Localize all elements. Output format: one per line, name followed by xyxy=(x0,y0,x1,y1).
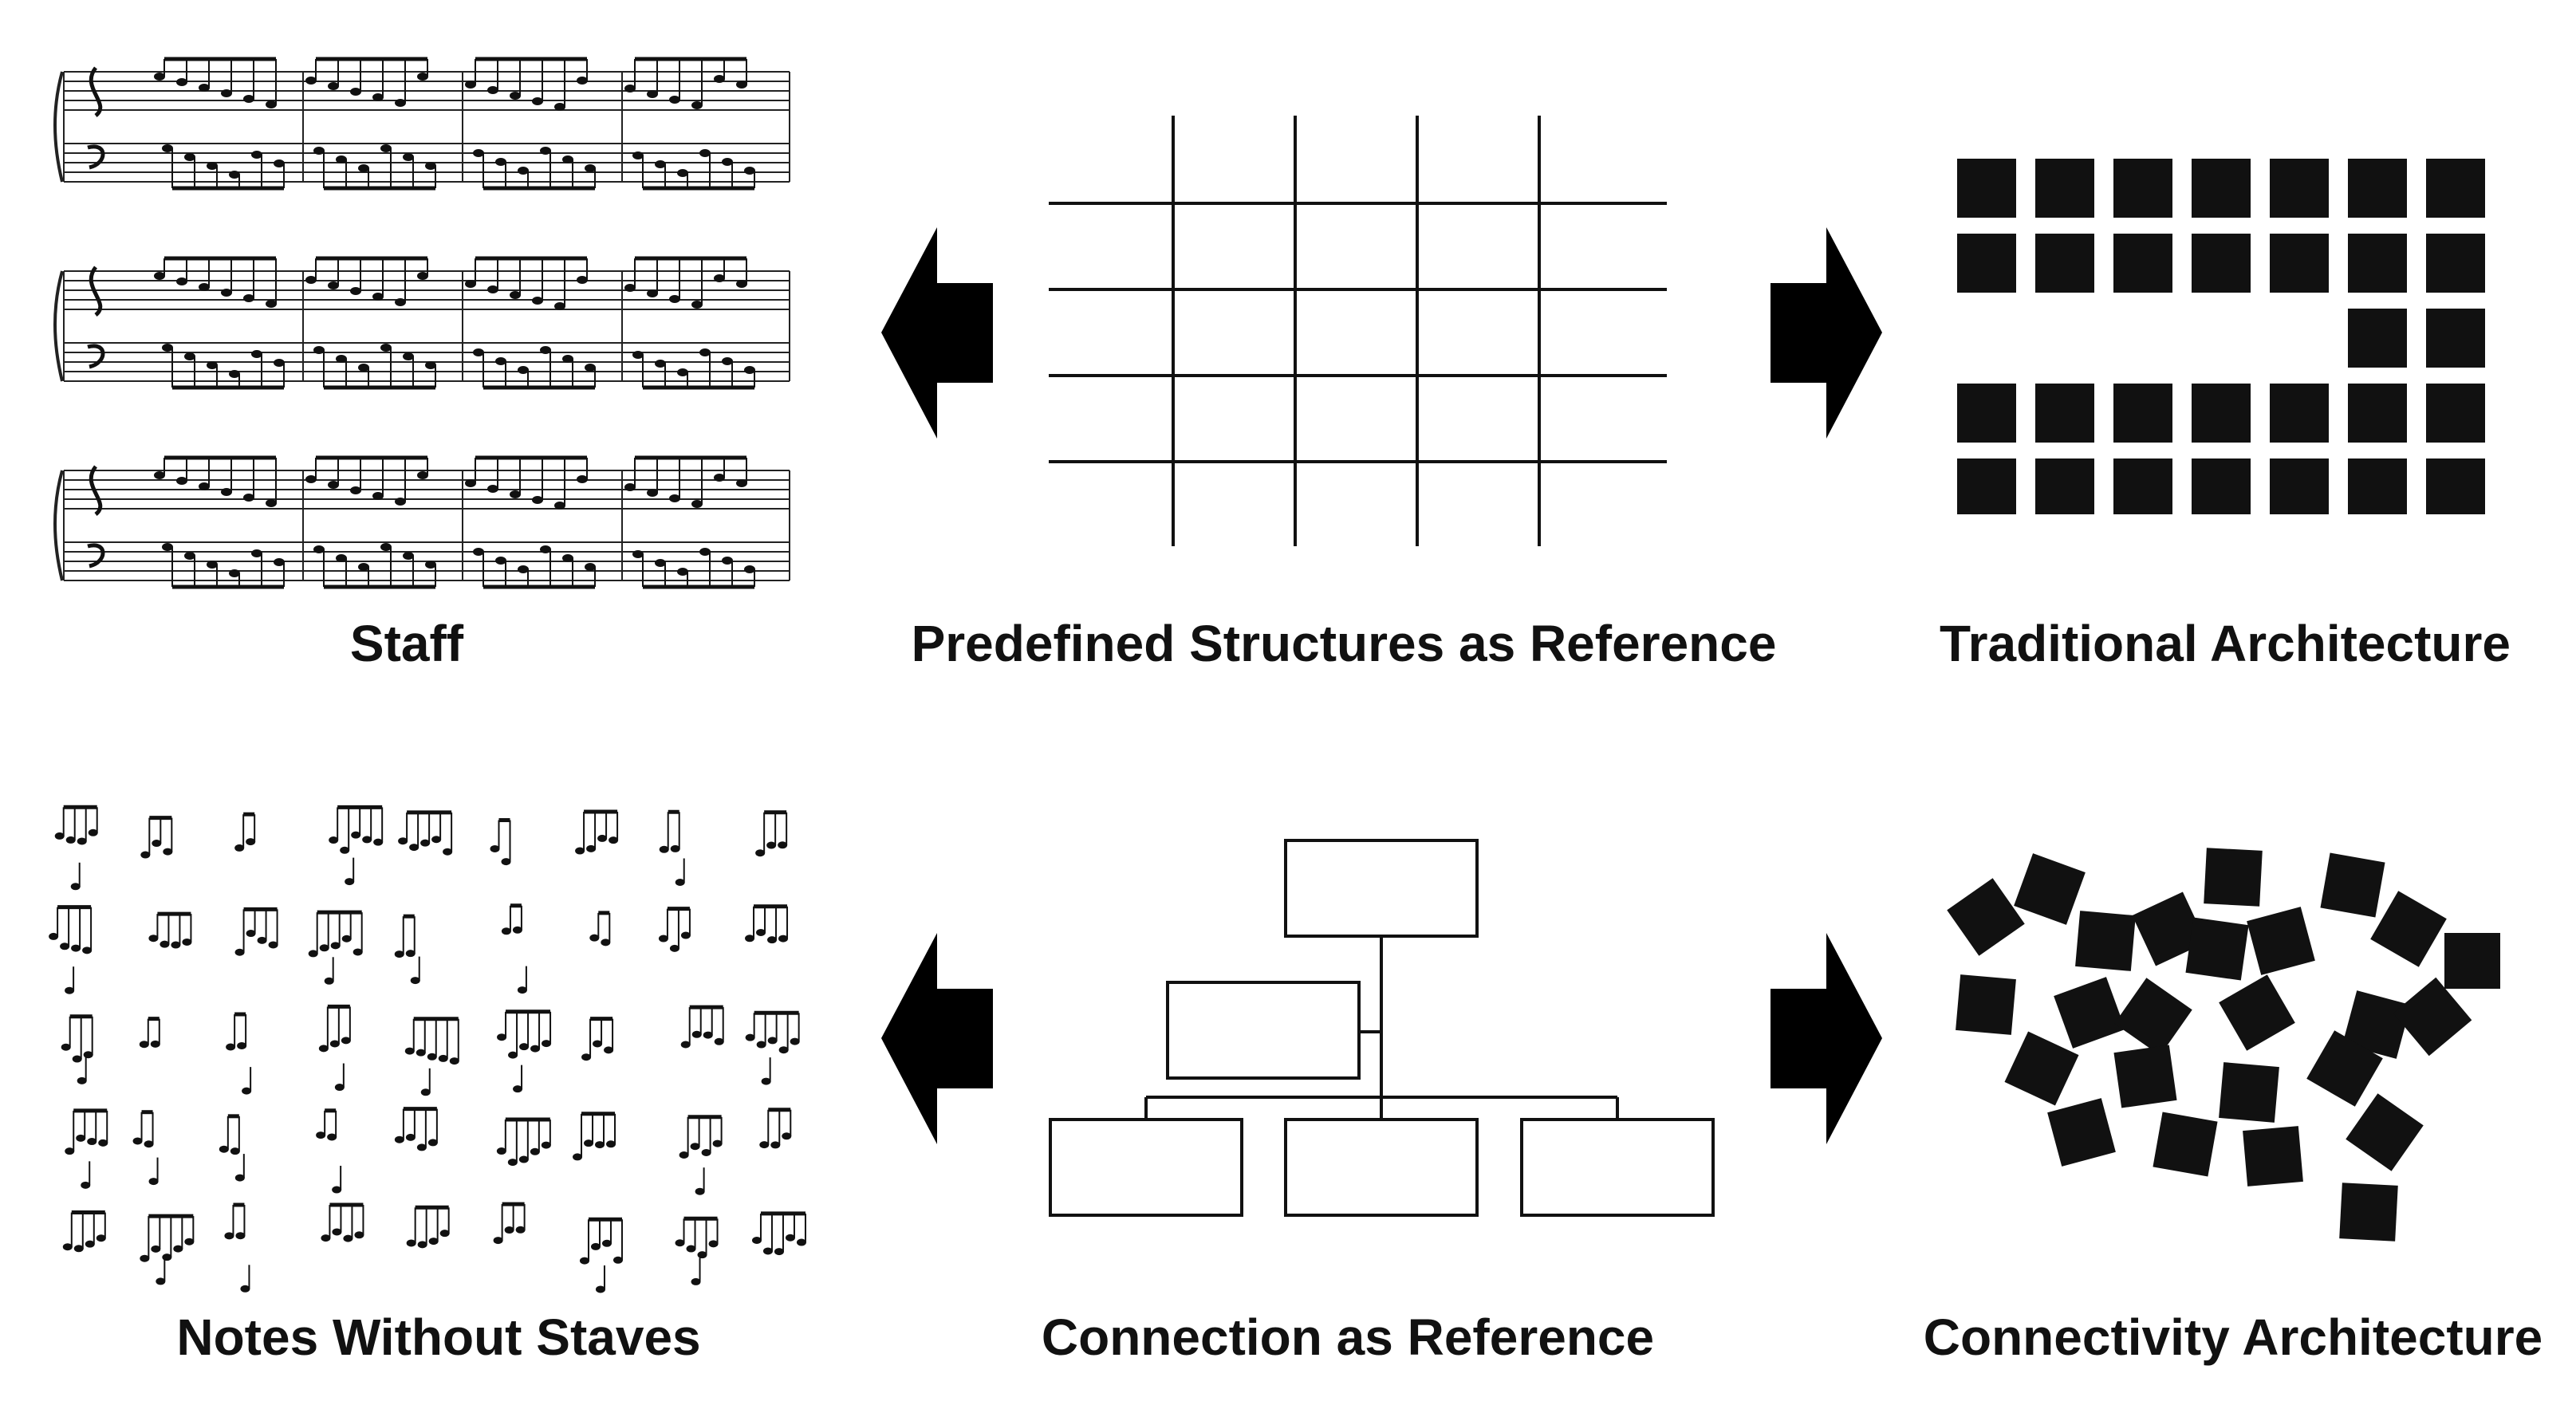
building-block xyxy=(2113,159,2172,218)
building-block xyxy=(2342,990,2411,1059)
staff-score-image xyxy=(48,32,805,590)
notes-caption: Notes Without Staves xyxy=(176,1309,701,1366)
building-block xyxy=(1956,974,2016,1035)
building-block xyxy=(1957,458,2016,514)
building-block xyxy=(2426,309,2485,368)
building-block xyxy=(2219,1062,2279,1123)
building-block xyxy=(2192,234,2251,293)
building-block xyxy=(2426,234,2485,293)
building-block xyxy=(2192,458,2251,514)
building-block xyxy=(2113,234,2172,293)
building-block xyxy=(2113,384,2172,443)
building-block xyxy=(2153,1112,2218,1177)
building-block xyxy=(2270,234,2329,293)
right-arrow-icon xyxy=(1771,227,1882,439)
connectivity-caption: Connectivity Architecture xyxy=(1923,1309,2543,1366)
left-arrow-icon xyxy=(881,933,993,1144)
building-block xyxy=(2114,978,2192,1056)
right-arrow-icon xyxy=(1771,933,1882,1144)
building-block xyxy=(2243,1126,2303,1187)
connection-caption: Connection as Reference xyxy=(1041,1309,1655,1366)
building-block xyxy=(2047,1098,2116,1167)
building-block xyxy=(2035,159,2094,218)
building-block xyxy=(2132,891,2207,966)
building-block xyxy=(2426,458,2485,514)
building-block xyxy=(2348,458,2407,514)
middle-node-box xyxy=(1166,981,1361,1080)
predefined-caption: Predefined Structures as Reference xyxy=(911,615,1777,672)
building-block xyxy=(2035,234,2094,293)
building-block xyxy=(2185,917,2249,981)
building-block xyxy=(2306,1030,2383,1107)
traditional-architecture-pattern xyxy=(1954,155,2504,514)
traditional-caption: Traditional Architecture xyxy=(1940,615,2511,672)
building-block xyxy=(1957,234,2016,293)
building-block xyxy=(2192,384,2251,443)
building-block xyxy=(1957,384,2016,443)
building-block xyxy=(2426,159,2485,218)
left-arrow-icon xyxy=(881,227,993,439)
building-block xyxy=(2035,458,2094,514)
bottom-right-node-box xyxy=(1520,1118,1715,1217)
predefined-grid-diagram xyxy=(1049,116,1667,546)
building-block xyxy=(2004,1031,2079,1106)
notes-without-staves-image xyxy=(32,789,837,1300)
building-block xyxy=(2346,1093,2424,1171)
building-block xyxy=(2192,159,2251,218)
building-block xyxy=(2247,907,2315,975)
building-block xyxy=(2339,1183,2398,1242)
building-block xyxy=(2393,977,2472,1057)
building-block xyxy=(2444,933,2500,989)
building-block xyxy=(2075,911,2136,971)
building-block xyxy=(2270,384,2329,443)
connection-hierarchy-diagram xyxy=(1045,837,1719,1220)
building-block xyxy=(2035,384,2094,443)
top-node-box xyxy=(1284,839,1479,938)
bottom-center-node-box xyxy=(1284,1118,1479,1217)
building-block xyxy=(2014,853,2086,925)
building-block xyxy=(2113,1045,2177,1108)
building-block xyxy=(2348,384,2407,443)
building-block xyxy=(2270,458,2329,514)
building-block xyxy=(2348,159,2407,218)
building-block xyxy=(2348,234,2407,293)
building-block xyxy=(2320,852,2385,918)
building-block xyxy=(2219,974,2295,1051)
building-block xyxy=(1957,159,2016,218)
building-block xyxy=(2113,458,2172,514)
bottom-left-node-box xyxy=(1049,1118,1243,1217)
staff-caption: Staff xyxy=(349,615,464,672)
building-block xyxy=(2054,977,2125,1049)
building-block xyxy=(2348,309,2407,368)
building-block xyxy=(2370,891,2447,967)
building-block xyxy=(2204,848,2263,907)
building-block xyxy=(2426,384,2485,443)
connectivity-architecture-pattern xyxy=(1930,837,2520,1244)
building-block xyxy=(1947,878,2025,956)
building-block xyxy=(2270,159,2329,218)
